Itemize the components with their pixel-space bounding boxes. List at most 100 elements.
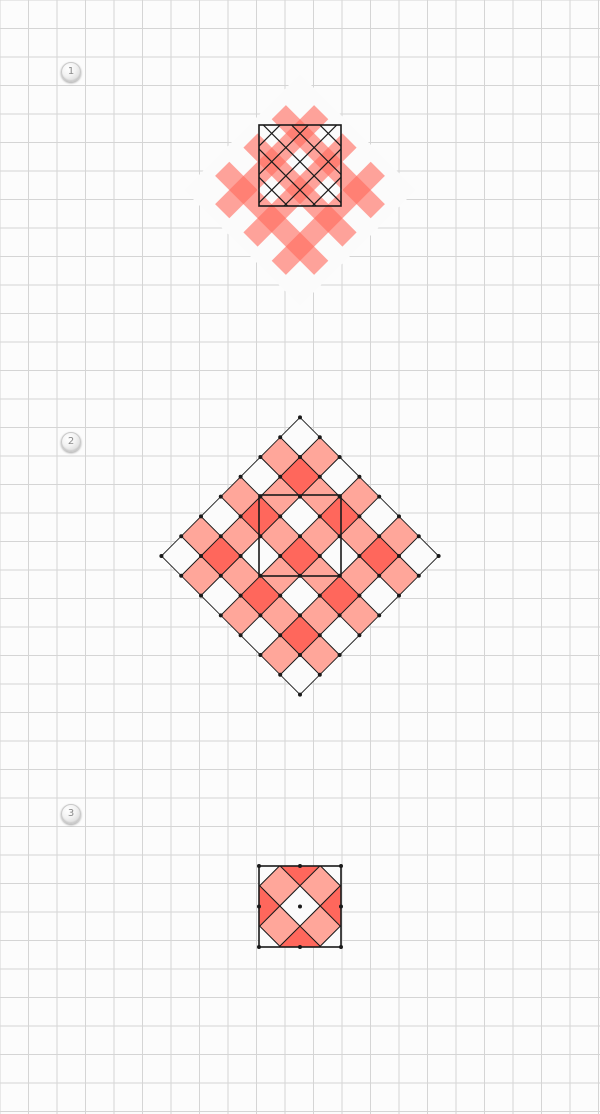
vertex-dot — [396, 554, 401, 558]
vertex-dot — [339, 904, 343, 909]
selection-square — [258, 124, 342, 207]
vertex-dot — [357, 633, 362, 638]
vertex-dot — [377, 534, 382, 539]
tile-cell — [339, 884, 341, 888]
vertex-dot — [298, 573, 302, 578]
vertex-dot — [257, 864, 261, 868]
vertex-dot — [337, 534, 342, 539]
vertex-dot — [317, 514, 322, 519]
selection-grid — [259, 125, 341, 206]
vertex-dot — [436, 554, 441, 558]
vertex-dot — [257, 945, 261, 949]
step-3-tile — [199, 805, 401, 1007]
vertex-dot — [298, 534, 302, 539]
vertex-dot — [298, 494, 302, 499]
tile-cell — [280, 967, 320, 1007]
vertex-dot — [298, 415, 302, 420]
vertex-dot — [377, 613, 382, 618]
vertex-dot — [317, 633, 322, 638]
vertex-dot — [278, 474, 283, 479]
vertex-dot — [337, 613, 342, 618]
vertex-dot — [199, 554, 204, 558]
vertex-dot — [238, 633, 243, 638]
tile-cell — [319, 866, 321, 867]
vertex-dot — [337, 573, 342, 578]
vertex-dot — [179, 534, 184, 539]
tile-cell — [319, 925, 341, 947]
vertex-dot — [278, 514, 283, 519]
vertex-dot — [238, 593, 243, 598]
vertex-dot — [298, 652, 302, 657]
vertex-dot — [317, 593, 322, 598]
vertex-dot — [218, 613, 223, 618]
vertex-dot — [339, 945, 343, 949]
tile-cell — [361, 886, 401, 926]
vertex-dot — [416, 573, 421, 578]
vertex-dot — [357, 514, 362, 519]
vertex-dot — [317, 554, 322, 558]
vertex-dot — [258, 455, 263, 460]
step-1-badge: 1 — [61, 62, 81, 82]
vertex-dot — [337, 652, 342, 657]
vertex-dot — [298, 613, 302, 618]
vertex-dot — [278, 593, 283, 598]
vertex-dot — [298, 904, 302, 909]
vertex-dot — [199, 593, 204, 598]
vertex-dot — [278, 435, 283, 440]
vertex-dot — [339, 864, 343, 868]
tile-cell — [280, 805, 320, 845]
vertex-dot — [179, 573, 184, 578]
vertex-dot — [396, 514, 401, 519]
vertex-dot — [238, 554, 243, 558]
vertex-dot — [298, 692, 302, 697]
stripe — [271, 161, 385, 275]
vertex-dot — [278, 672, 283, 677]
vertex-dot — [258, 494, 263, 499]
tile-cell — [279, 925, 321, 947]
vertex-dot — [317, 672, 322, 677]
vertex-dot — [317, 474, 322, 479]
vertex-dot — [258, 613, 263, 618]
tile-cell — [259, 925, 281, 947]
vertex-dot — [218, 494, 223, 499]
vertex-dot — [396, 593, 401, 598]
vertex-dot — [278, 554, 283, 558]
vertex-dot — [416, 534, 421, 539]
tile-cell — [318, 945, 322, 947]
diagonal-line — [259, 148, 317, 206]
vertex-dot — [159, 554, 164, 558]
tile-cell — [259, 924, 261, 928]
step-2-badge: 2 — [61, 432, 81, 452]
vertex-dot — [258, 573, 263, 578]
vertex-dot — [337, 455, 342, 460]
tile-cell — [278, 945, 282, 947]
vertex-dot — [218, 534, 223, 539]
step-2-diamond-grid — [159, 415, 441, 697]
vertex-dot — [298, 945, 302, 949]
tile-cell — [279, 866, 281, 867]
vertex-dot — [377, 494, 382, 499]
vertex-dot — [218, 573, 223, 578]
vertex-dot — [357, 593, 362, 598]
tile-cell — [259, 884, 261, 888]
vertex-dot — [317, 435, 322, 440]
vertex-dot — [199, 514, 204, 519]
vertex-dot — [238, 514, 243, 519]
step-1-overlapping-stripes — [184, 74, 416, 306]
vertex-dot — [278, 633, 283, 638]
tile-cell — [339, 924, 341, 928]
vertex-dot — [298, 455, 302, 460]
vertex-dot — [357, 474, 362, 479]
diagonal-line — [259, 176, 289, 206]
vertex-dot — [258, 534, 263, 539]
tile-cell — [199, 886, 239, 926]
vertex-dot — [337, 494, 342, 499]
vertex-dot — [258, 652, 263, 657]
vertex-dot — [357, 554, 362, 558]
vertex-dot — [377, 573, 382, 578]
diagonal-line — [311, 176, 341, 206]
vertex-dot — [238, 474, 243, 479]
vertex-dot — [257, 904, 261, 909]
vertex-dot — [298, 864, 302, 868]
